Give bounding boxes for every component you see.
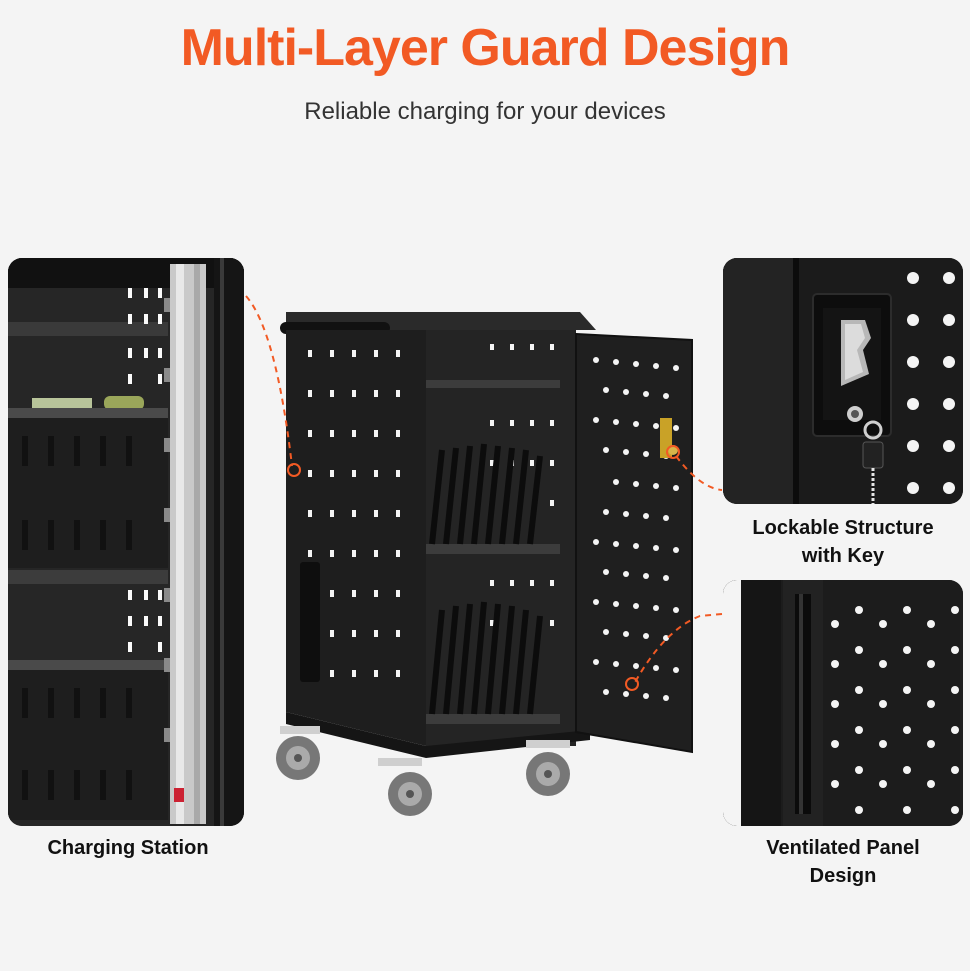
charging-station-panel: [8, 258, 244, 826]
ventilated-caption-line1: Ventilated Panel: [766, 837, 920, 859]
callout-marker-charging: [287, 463, 301, 477]
charging-station-caption: Charging Station: [47, 837, 209, 859]
key-icon: [862, 420, 884, 504]
charging-cart-illustration: [276, 312, 693, 816]
callout-line-ventilated: [633, 613, 723, 685]
callout-line-lock: [675, 455, 723, 491]
ventilated-panel-panel: [723, 580, 963, 826]
callout-line-charging: [245, 295, 293, 467]
lock-closeup-illustration: [723, 258, 963, 504]
ventilated-caption-line2: Design: [809, 865, 877, 887]
page-subtitle: Reliable charging for your devices: [304, 98, 666, 125]
charging-station-illustration: [8, 258, 244, 826]
callout-marker-ventilated: [625, 677, 639, 691]
page-title: Multi-Layer Guard Design: [180, 19, 791, 77]
lockable-structure-caption: Lockable Structure with Key: [723, 514, 963, 570]
ventilated-panel-caption: Ventilated Panel Design: [723, 834, 963, 890]
lockable-caption-line1: Lockable Structure: [752, 517, 934, 539]
lockable-structure-panel: [723, 258, 963, 504]
ventilated-panel-illustration: [723, 580, 963, 826]
caster-wheel-icon: [276, 726, 570, 816]
lockable-caption-line2: with Key: [801, 545, 885, 567]
callout-marker-lock: [666, 445, 680, 459]
